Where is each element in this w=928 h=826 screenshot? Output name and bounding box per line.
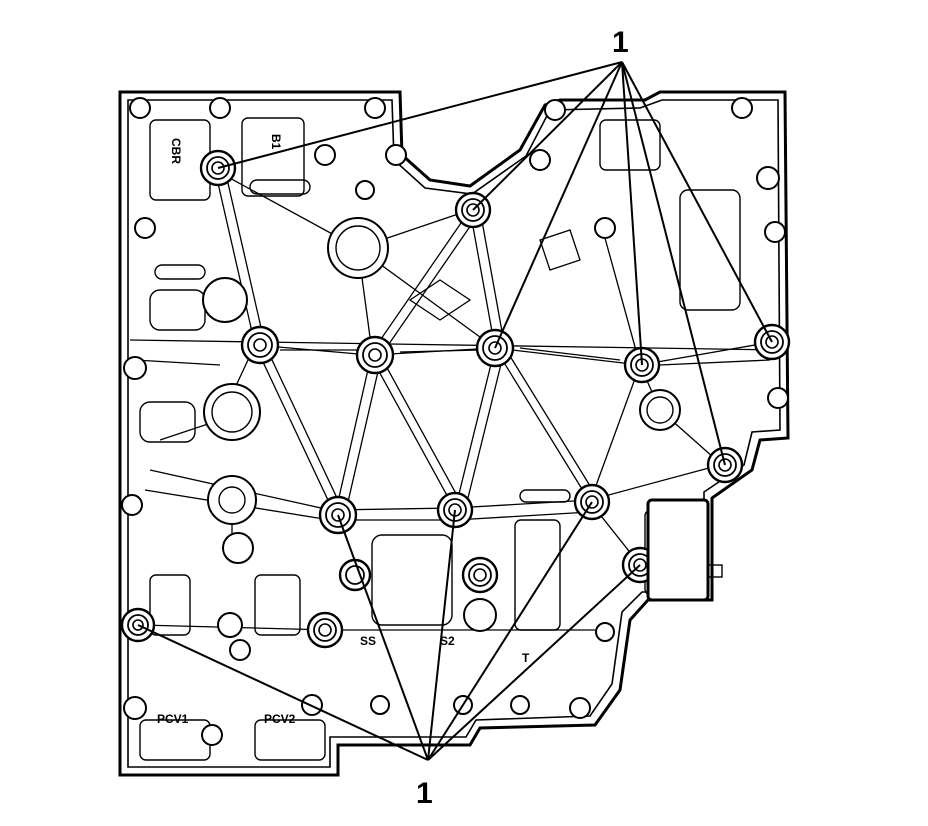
bolt-5	[475, 328, 515, 368]
bolt-1	[199, 149, 237, 187]
large-bores	[202, 217, 681, 661]
label-t: T	[522, 651, 530, 665]
perimeter-holes	[121, 97, 789, 746]
label-pcv2: PCV2	[264, 712, 296, 726]
callout-bottom: 1	[416, 777, 433, 810]
bolt-16	[338, 558, 372, 592]
callout-top: 1	[612, 26, 629, 59]
bottom-leader-lines	[137, 501, 641, 761]
label-cbr: CBR	[169, 138, 183, 164]
valve-body	[118, 90, 790, 777]
label-b1: B1	[269, 134, 283, 150]
bolt-4	[355, 335, 395, 375]
label-s2: S2	[440, 634, 455, 648]
top-leader-lines	[217, 61, 773, 466]
component-labels: CBR B1 PCV1 PCV2 SS S2 T	[157, 134, 530, 726]
bolt-bosses	[120, 149, 791, 649]
label-pcv1: PCV1	[157, 712, 189, 726]
label-ss: SS	[360, 634, 376, 648]
bolt-14	[306, 611, 344, 649]
bolt-15	[461, 556, 499, 594]
bolt-3	[240, 325, 280, 365]
side-connector	[646, 498, 723, 602]
